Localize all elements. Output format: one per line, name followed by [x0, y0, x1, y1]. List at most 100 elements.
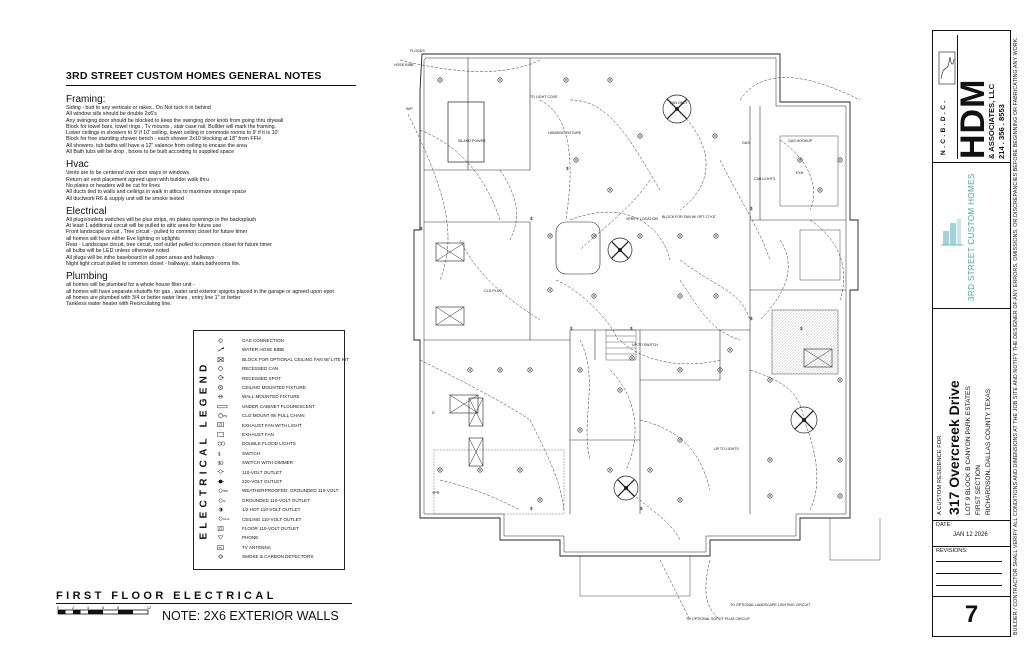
svg-text:$: $ — [218, 451, 221, 456]
light-fixtures — [437, 77, 843, 503]
plan-label: HANGING FIXTURE — [548, 131, 582, 135]
plan-label: UP TO LIGHTS — [714, 447, 739, 451]
recessed-can-icon — [497, 367, 503, 373]
switch-icon: $ — [750, 206, 753, 211]
wire-run — [579, 339, 591, 461]
recessed-can-icon — [677, 293, 683, 299]
notes-line: All plugs will be inthe baseboard in all… — [66, 254, 215, 261]
wire-run — [439, 479, 521, 511]
recessed-can-icon — [677, 437, 683, 443]
switch-icon: $ — [566, 166, 569, 171]
legend-item-label: RECESSED CAN — [242, 366, 279, 372]
notes-line: All window sills should be double 2x6's — [66, 111, 157, 118]
legend-item: 1/2 HOT 110-VOLT OUTLET — [216, 506, 300, 514]
general-notes-title: 3RD STREET CUSTOM HOMES GENERAL NOTES — [66, 70, 356, 86]
recessed-can-icon — [713, 293, 719, 299]
switch-icon: $ — [530, 216, 533, 221]
revisions-cell: REVISIONS: — [933, 547, 1010, 597]
general-notes: 3RD STREET CUSTOM HOMES GENERAL NOTES Fr… — [66, 70, 356, 307]
wire-run — [679, 279, 741, 341]
wire-run — [719, 159, 771, 261]
can-icon — [218, 366, 223, 371]
scale-tick-label: 8 — [117, 606, 119, 610]
recessed-can-icon — [797, 157, 803, 163]
recessed-can-icon — [677, 233, 683, 239]
floor-icon — [217, 525, 224, 531]
notes-line: All ductwork R6 & supply unit will be sm… — [66, 195, 184, 202]
recessed-can-icon — [637, 233, 643, 239]
window-icon — [435, 242, 465, 262]
notes-line: all homes will have separate shutoffs fo… — [66, 288, 334, 295]
recessed-can-icon — [467, 367, 473, 373]
recessed-can-icon — [497, 77, 503, 83]
notes-line: Any swinging door should be blocked to k… — [66, 117, 284, 124]
spot-icon — [218, 375, 224, 381]
window-icon — [468, 397, 484, 427]
drawing-title: FIRST FLOOR ELECTRICAL — [56, 590, 277, 602]
wire-run — [779, 139, 814, 211]
firm-logo: HDM — [954, 78, 992, 159]
legend-item: RECESSED SPOT — [216, 375, 281, 383]
wire-run — [739, 77, 861, 101]
sheet-cell: 7 — [933, 597, 1010, 636]
builder-logo-icon — [941, 219, 963, 246]
svg-text:TV: TV — [218, 545, 222, 549]
recessed-can-icon — [547, 233, 553, 239]
legend-item-label: SMOKE & CARBON DETECTORS — [242, 554, 314, 560]
notes-section-title: Plumbing — [66, 271, 108, 283]
notes-line: At least 1 additional circuit will be pu… — [66, 223, 222, 230]
legend-item: WALL MOUNTED FIXTURE — [216, 393, 300, 401]
firm-cell: N.C.B.D.C. HDM & ASSOCIATES, LLC 214 . 3… — [933, 31, 1010, 163]
legend-item-label: 110-VOLT OUTLET — [242, 469, 282, 475]
wire-run — [676, 108, 707, 211]
legend-item-label: BLOCK FOR OPTIONAL CEILING FAN W/ LITE K… — [242, 356, 350, 362]
legend-item-label: DOUBLE FLOOD LIGHTS — [242, 441, 296, 447]
recessed-can-icon — [767, 377, 773, 383]
legend-item-label: CEILING MOUNTED FIXTURE — [242, 385, 306, 390]
title-underline — [56, 603, 352, 605]
phone-icon — [217, 535, 224, 540]
scale-tick-label: 0 — [57, 606, 59, 610]
wire-run — [749, 369, 805, 421]
plan-label: TO LIGHT COVE — [530, 95, 558, 99]
notes-line: Rear - Landscape circuit, tree circuit, … — [66, 242, 272, 249]
project-address: 317 Overcreek Drive — [946, 380, 962, 515]
wire-run — [705, 559, 721, 621]
recessed-can-icon — [617, 387, 623, 393]
general-notes-body: Framing:Siding - butt to any verticals o… — [66, 94, 356, 307]
o110-icon — [217, 470, 224, 474]
wire-run — [579, 179, 651, 251]
plan-label: CLG PLUG — [484, 289, 502, 293]
o220-icon — [217, 479, 224, 484]
switch-icon: $ — [218, 451, 221, 456]
notes-line: All showers, tub baths will have a 12" v… — [66, 142, 247, 149]
wire-run — [419, 359, 531, 421]
legend-item-label: SWITCH WITH DIMMER — [242, 460, 294, 466]
svg-text:G: G — [223, 498, 226, 502]
switch-icon: $ — [800, 326, 803, 331]
wire-run — [625, 487, 681, 541]
legend-item: UNDER CABINET FLOURESCENT — [216, 403, 315, 411]
gas-icon: G — [218, 338, 223, 342]
wire-run — [609, 369, 636, 471]
notes-line: All plugs/outlets switches will be plus … — [66, 216, 257, 223]
recessed-can-icon — [767, 493, 773, 499]
notes-line: Block for towel bars, towel rings , Tv m… — [66, 123, 277, 130]
recessed-can-icon — [547, 287, 553, 293]
legend-item-label: TV ANTENNA — [242, 544, 271, 550]
window-icon — [435, 306, 465, 326]
svg-text:WP: WP — [223, 489, 228, 493]
notes-line: Block for free standing shower bench - e… — [66, 136, 261, 143]
sheet-number: 7 — [964, 601, 979, 628]
wp-icon: WP — [218, 488, 228, 493]
legend-item: BLOCK FOR OPTIONAL CEILING FAN W/ LITE K… — [216, 356, 349, 364]
wire-run — [539, 99, 571, 221]
recessed-can-icon — [591, 233, 597, 239]
svg-text:G: G — [219, 338, 221, 342]
notes-line: Front landscape circuit , Tree circuit -… — [66, 229, 248, 236]
